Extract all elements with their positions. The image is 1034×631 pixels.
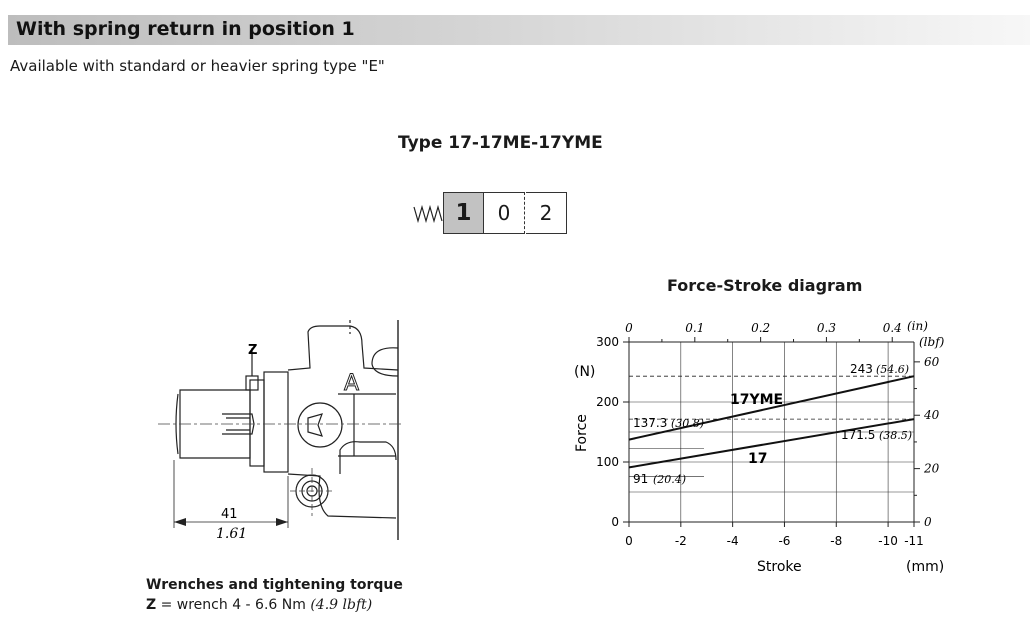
y-tick-label: 0 <box>611 515 619 529</box>
section-header-bar: With spring return in position 1 <box>8 15 1030 45</box>
top-tick-label: 0.1 <box>685 321 704 335</box>
wrench-spec: Z = wrench 4 - 6.6 Nm (4.9 lbft) <box>146 597 372 613</box>
top-tick-label: 0 <box>625 321 633 335</box>
y-tick-label: 300 <box>596 335 619 349</box>
port-a-label: A <box>344 371 359 396</box>
annot-91-imp: (20.4) <box>653 473 686 486</box>
annot-171-imp: (38.5) <box>879 429 912 442</box>
x-unit-label: (mm) <box>906 559 944 575</box>
series-label-17yme: 17YME <box>730 392 783 408</box>
x-axis-label: Stroke <box>757 559 802 575</box>
annot-243-imp: (54.6) <box>876 363 909 376</box>
type-title: Type 17-17ME-17YME <box>398 133 603 153</box>
valve-technical-drawing: Z A 41 1.61 <box>158 320 402 542</box>
top-tick-label: 0.2 <box>751 321 770 335</box>
wrench-imperial: (4.9 lbft) <box>310 597 373 613</box>
top-tick-label: 0.4 <box>883 321 902 335</box>
diagram-title: Force-Stroke diagram <box>667 276 863 295</box>
right-unit-label: (lbf) <box>919 335 945 349</box>
y-axis-label: Force <box>574 414 590 452</box>
x-tick-label: -6 <box>778 534 790 548</box>
x-tick-label: -10 <box>878 534 898 548</box>
right-tick-label: 20 <box>923 462 940 476</box>
dimension-mm: 41 <box>221 507 238 522</box>
section-subtitle: Available with standard or heavier sprin… <box>10 57 385 75</box>
series-label-17: 17 <box>748 451 767 467</box>
top-unit-label: (in) <box>907 319 928 333</box>
wrench-text: = wrench 4 - 6.6 Nm <box>156 597 311 613</box>
x-tick-label: -4 <box>727 534 739 548</box>
annot-243: 243 <box>850 362 873 376</box>
series-line-17 <box>628 418 915 469</box>
x-tick-label: -2 <box>675 534 687 548</box>
annot-137-imp: (30.8) <box>671 417 704 430</box>
right-tick-label: 40 <box>923 408 940 422</box>
dimension-in: 1.61 <box>216 526 247 542</box>
z-label: Z <box>248 343 257 358</box>
right-tick-label: 0 <box>924 515 932 529</box>
y-tick-label: 100 <box>596 455 619 469</box>
position-box-0: 0 <box>484 192 525 234</box>
section-title: With spring return in position 1 <box>16 18 355 40</box>
left-unit-label: (N) <box>574 364 595 380</box>
y-tick-label: 200 <box>596 395 619 409</box>
series-line-17yme <box>628 375 915 441</box>
annot-171: 171.5 <box>841 428 875 442</box>
wrench-title: Wrenches and tightening torque <box>146 577 403 593</box>
x-tick-label: -8 <box>830 534 842 548</box>
position-box-2: 2 <box>526 192 567 234</box>
position-box-1: 1 <box>443 192 484 234</box>
annot-137: 137.3 <box>633 416 667 430</box>
right-tick-label: 60 <box>924 355 940 369</box>
x-tick-label: 0 <box>625 534 633 548</box>
spring-symbol-icon <box>413 204 443 224</box>
annot-91: 91 <box>633 472 648 486</box>
wrench-z-label: Z <box>146 597 157 613</box>
top-tick-label: 0.3 <box>817 321 836 335</box>
chart-grid <box>629 342 914 522</box>
x-tick-label: -11 <box>904 534 924 548</box>
